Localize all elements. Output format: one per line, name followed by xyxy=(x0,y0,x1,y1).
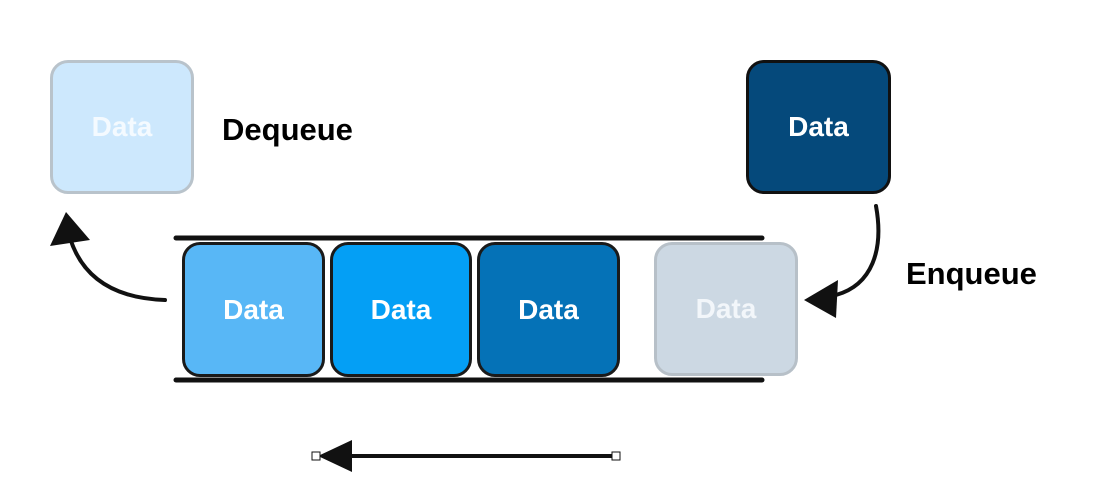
queue-item-3: Data xyxy=(477,242,620,377)
direction-arrow-head xyxy=(318,440,352,472)
dequeued-data-label: Data xyxy=(91,111,153,142)
queue-item-3-label: Data xyxy=(518,293,579,325)
dequeue-arrow-head xyxy=(50,212,90,246)
dequeue-label: Dequeue xyxy=(222,112,353,147)
entering-data-label: Data xyxy=(695,293,757,324)
enqueue-arrow-head xyxy=(804,280,838,318)
entering-data-box: Data xyxy=(654,242,798,376)
incoming-data-box: Data xyxy=(746,60,891,194)
queue-item-2-label: Data xyxy=(370,293,432,325)
enqueue-arrow-curve xyxy=(834,204,881,297)
dequeue-arrow-curve xyxy=(68,236,167,302)
direction-arrow-handle-left xyxy=(311,451,321,461)
queue-item-1: Data xyxy=(182,242,325,377)
enqueue-label: Enqueue xyxy=(906,256,1037,291)
queue-item-2: Data xyxy=(330,242,472,377)
queue-item-1-label: Data xyxy=(223,293,284,325)
dequeued-data-box: Data xyxy=(50,60,194,194)
incoming-data-label: Data xyxy=(788,111,849,142)
direction-arrow-handle-right xyxy=(611,451,621,461)
